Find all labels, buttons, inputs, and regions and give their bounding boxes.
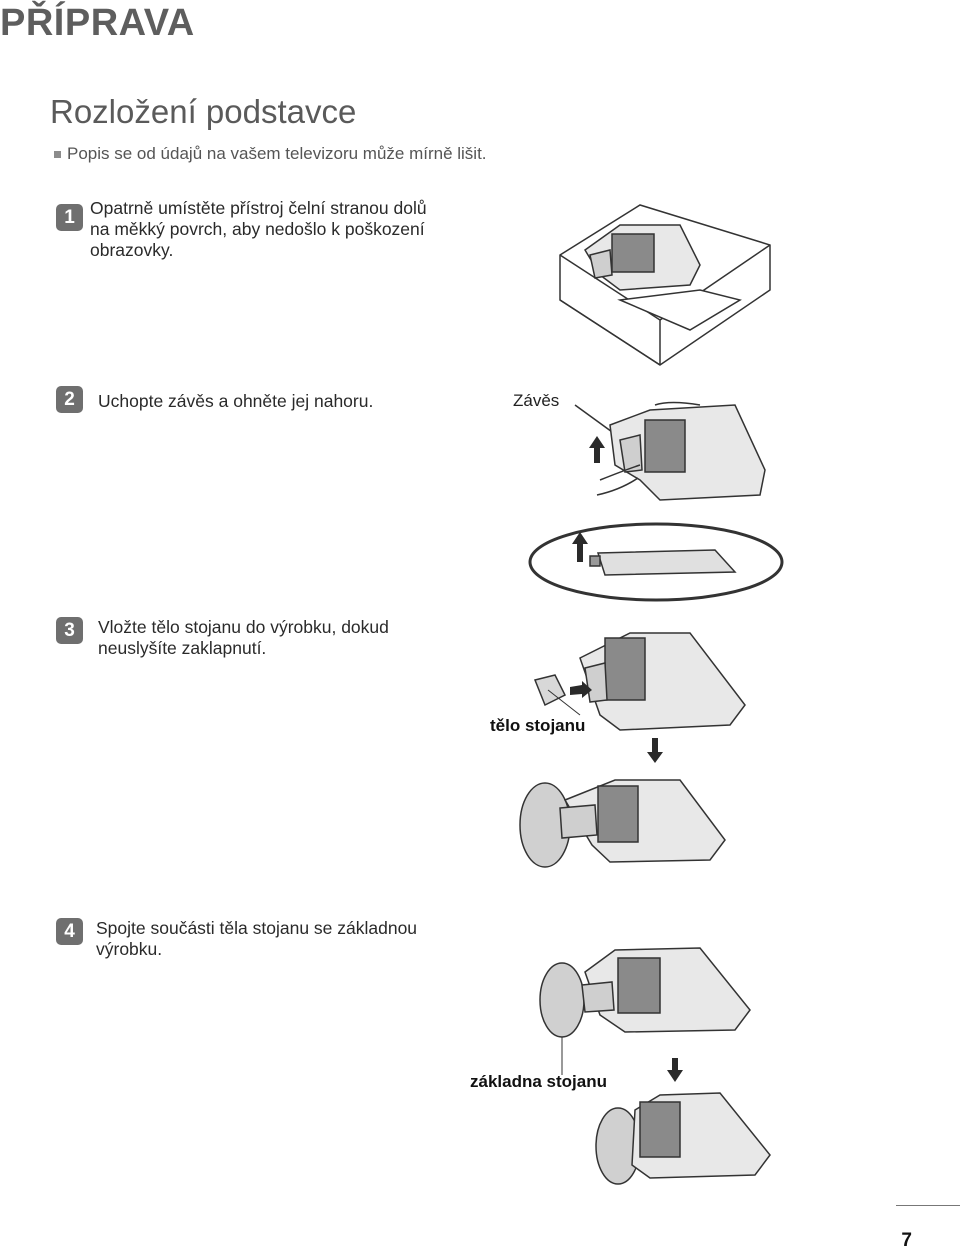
- hinge-label: Závěs: [513, 391, 560, 410]
- section-title: Rozložení podstavce: [50, 93, 357, 130]
- step-1-line-2: na měkký povrch, aby nedošlo k poškození: [90, 219, 425, 239]
- stand-body-label: tělo stojanu: [490, 716, 586, 735]
- up-arrow-icon: [572, 532, 588, 562]
- page-number: 7: [901, 1230, 912, 1251]
- step-3-line-1: Vložte tělo stojanu do výrobku, dokud: [98, 617, 389, 637]
- step-1-line-1: Opatrně umístěte přístroj čelní stranou …: [90, 198, 427, 218]
- step-1-badge: 1: [56, 204, 83, 231]
- step-4-badge: 4: [56, 918, 83, 945]
- step-4-line-1: Spojte součásti těla stojanu se základno…: [96, 918, 418, 938]
- footer-rule: [896, 1205, 960, 1206]
- note: Popis se od údajů na vašem televizoru mů…: [54, 143, 487, 165]
- down-arrow-icon: [647, 738, 663, 763]
- step-3-badge: 3: [56, 617, 83, 644]
- up-arrow-icon: [589, 436, 605, 463]
- note-text: Popis se od údajů na vašem televizoru mů…: [67, 144, 487, 163]
- bullet-square-icon: [54, 150, 61, 158]
- step-1-text: Opatrně umístěte přístroj čelní stranou …: [90, 198, 427, 261]
- step-4-text: Spojte součásti těla stojanu se základno…: [96, 918, 417, 960]
- step-3-text: Vložte tělo stojanu do výrobku, dokud ne…: [98, 617, 389, 659]
- right-arrow-icon: [570, 681, 592, 698]
- step-3-line-2: neuslyšíte zaklapnutí.: [98, 638, 267, 658]
- page-header: PŘÍPRAVA: [0, 2, 195, 44]
- step-2-line-1: Uchopte závěs a ohněte jej nahoru.: [98, 391, 374, 411]
- step-4-line-2: výrobku.: [96, 939, 163, 959]
- down-arrow-icon: [667, 1058, 683, 1082]
- step-1-line-3: obrazovky.: [90, 240, 174, 260]
- step-2-badge: 2: [56, 386, 83, 413]
- step-2-text: Uchopte závěs a ohněte jej nahoru.: [98, 391, 373, 412]
- stand-base-label: základna stojanu: [470, 1072, 607, 1091]
